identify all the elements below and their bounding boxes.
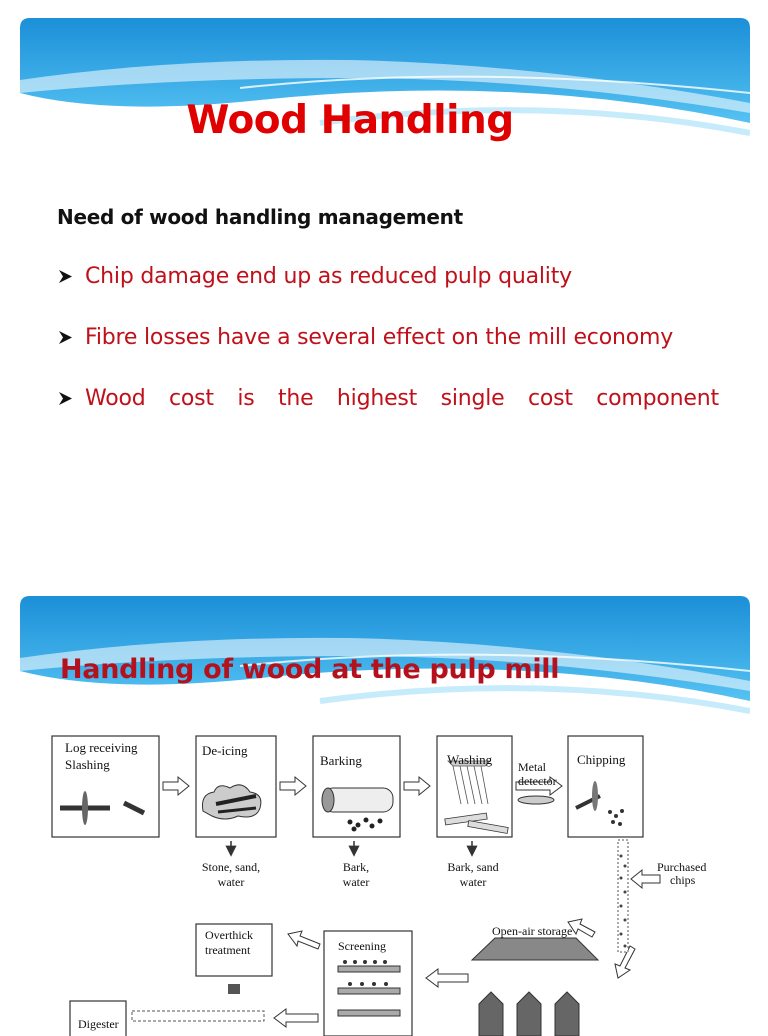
bullet-word: cost: [169, 386, 214, 411]
purchased-chips-arrow: [630, 868, 661, 890]
arrow-bullet-icon: [59, 331, 72, 344]
label-water: water: [218, 875, 245, 889]
bullet-word: is: [237, 386, 255, 411]
label-screening: Screening: [338, 939, 386, 953]
label-bark-sand: Bark, sand: [447, 860, 498, 874]
flow-arrow: [279, 775, 307, 797]
slide-title: Wood Handling: [186, 98, 514, 143]
chipping-box: [567, 735, 644, 838]
flow-arrow: [515, 776, 563, 796]
label-log-receiving: Log receiving: [65, 740, 138, 755]
label-barking: Barking: [320, 753, 362, 768]
label-purchased: Purchased: [657, 860, 706, 874]
bullet-item: Chip damage end up as reduced pulp quali…: [57, 264, 719, 325]
label-washing: Washing: [447, 752, 493, 767]
de-icing-icon: [202, 784, 262, 820]
chipping-icon: [575, 781, 624, 826]
label-chipping: Chipping: [577, 752, 626, 767]
slide-wood-handling: Wood Handling Need of wood handling mana…: [20, 18, 750, 570]
slashing-saw-icon: [60, 791, 146, 825]
label-treatment: treatment: [205, 943, 251, 957]
bullet-text: Chip damage end up as reduced pulp quali…: [85, 264, 572, 289]
log-receiving-box: [51, 735, 160, 838]
arrow-bullet-icon: [59, 270, 72, 283]
label-water: water: [343, 875, 370, 889]
de-icing-box: [195, 735, 277, 838]
flow-arrow: [567, 918, 596, 938]
label-detector: detector: [518, 774, 557, 788]
barking-drum-icon: [321, 787, 394, 832]
bullet-word: Wood: [85, 386, 146, 411]
wood-handling-process-diagram: Log receiving Slashing De-icing Barking …: [51, 735, 706, 1036]
screening-icon: [337, 960, 401, 1017]
label-open-air-storage: Open-air storage: [492, 924, 572, 938]
bullet-word: cost: [527, 386, 573, 411]
flow-arrow: [403, 775, 431, 797]
washing-icon: [444, 760, 509, 834]
metal-detector-icon: [517, 795, 555, 805]
barking-box: [312, 735, 401, 838]
digester-box: [69, 1000, 127, 1036]
slide-handling-at-pulp-mill: Handling of wood at the pulp mill: [20, 596, 750, 1036]
label-chips: chips: [670, 873, 696, 887]
bullet-text: Fibre losses have a several effect on th…: [85, 325, 674, 350]
bullet-word: highest: [336, 386, 418, 411]
overthick-treatment-box: [195, 923, 273, 977]
silos: [478, 991, 580, 1036]
flow-arrow: [287, 930, 321, 950]
slide-header-banner: [20, 18, 750, 136]
label-slashing: Slashing: [65, 757, 110, 772]
bullet-word: the: [277, 386, 314, 411]
flow-arrow: [425, 968, 469, 988]
label-stone-sand: Stone, sand,: [202, 860, 260, 874]
section-subheading: Need of wood handling management: [57, 205, 463, 229]
chip-conveyor: [617, 839, 629, 953]
open-air-storage-pile: [470, 937, 600, 961]
washing-box: [436, 735, 513, 838]
label-de-icing: De-icing: [202, 743, 248, 758]
bullet-word: single: [440, 386, 505, 411]
slide-title: Handling of wood at the pulp mill: [60, 654, 560, 685]
digester-feed-conveyor: [131, 1010, 265, 1022]
label-digester: Digester: [78, 1017, 119, 1031]
label-water: water: [460, 875, 487, 889]
slide-header-banner: [20, 596, 750, 714]
flow-arrow: [614, 945, 636, 979]
screening-box: [323, 930, 413, 1036]
label-bark: Bark,: [343, 860, 369, 874]
label-overthick: Overthick: [205, 928, 253, 942]
bullet-item: Fibre losses have a several effect on th…: [57, 325, 719, 386]
flow-arrow: [273, 1008, 319, 1028]
arrow-bullet-icon: [59, 392, 72, 405]
bullet-list: Chip damage end up as reduced pulp quali…: [57, 264, 719, 447]
bullet-word: component: [596, 386, 719, 411]
label-metal: Metal: [518, 760, 547, 774]
overthick-output-icon: [228, 984, 240, 994]
flow-arrow: [162, 775, 190, 797]
